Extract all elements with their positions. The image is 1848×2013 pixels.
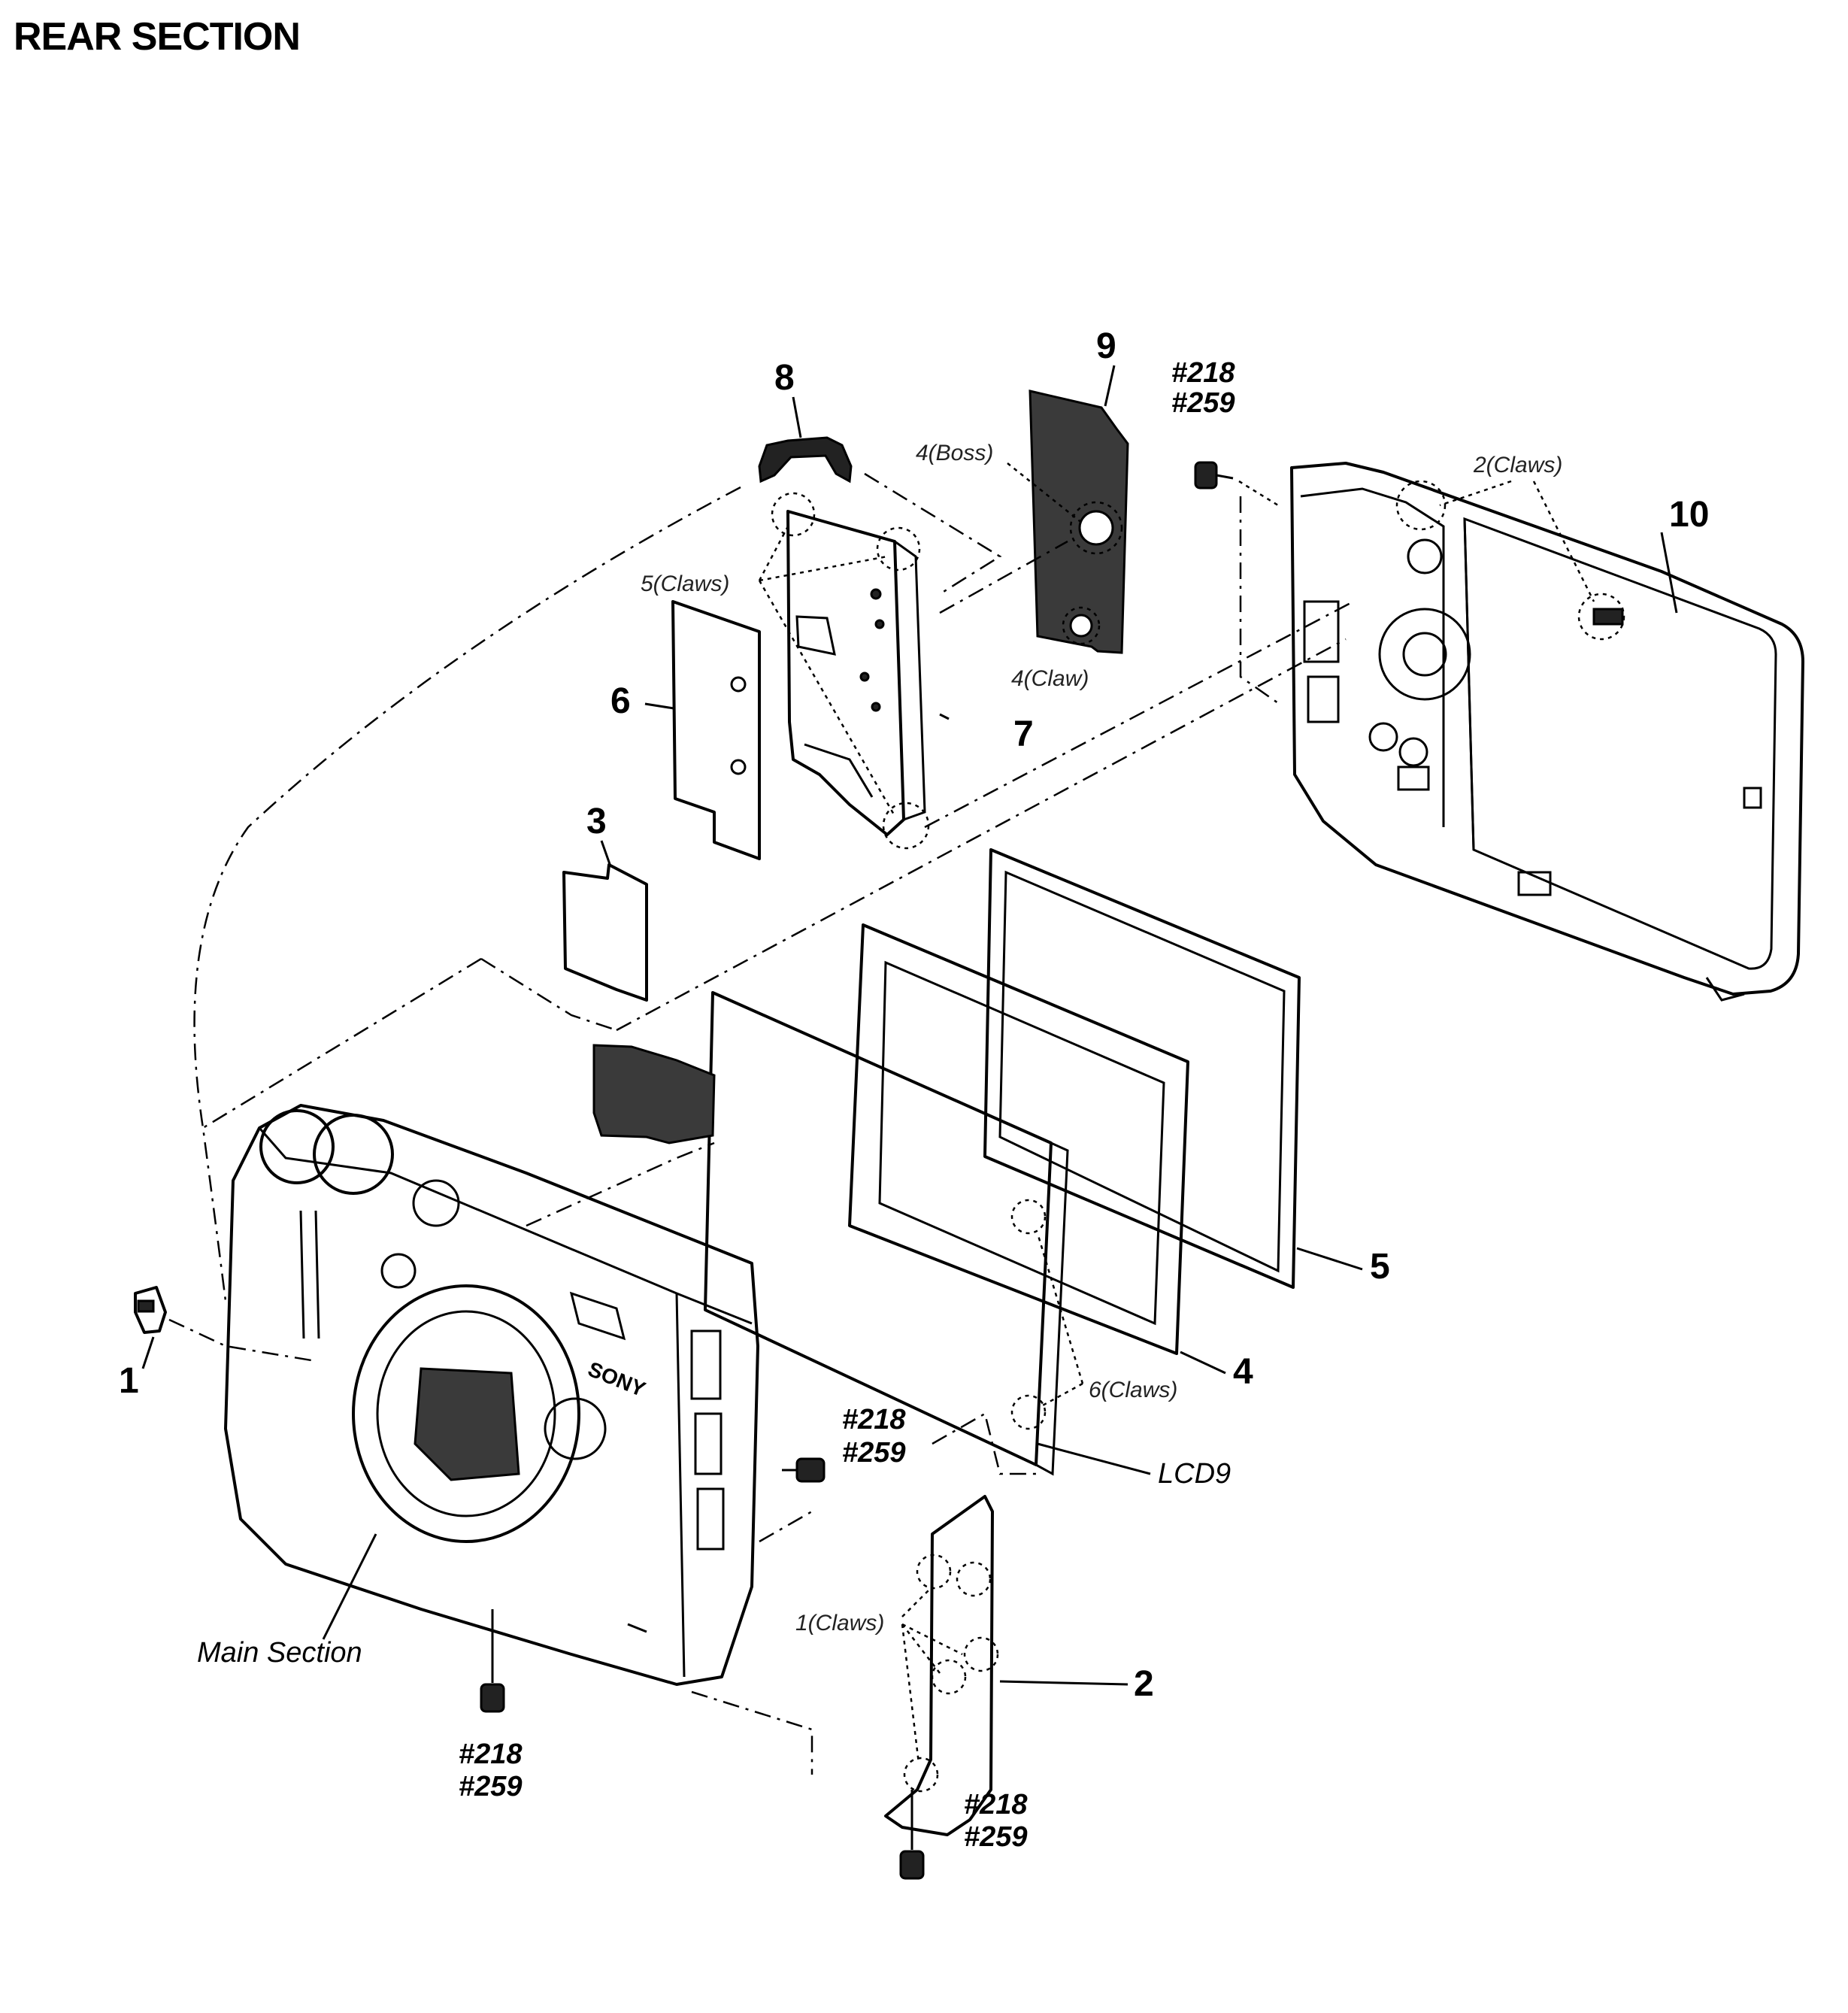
screw-ref-bl-218: #218 xyxy=(459,1739,523,1770)
part-10-rear-cabinet xyxy=(1290,462,1804,1002)
note-claw-4: 4(Claw) xyxy=(1011,666,1089,691)
leader-part-9 xyxy=(1104,365,1116,407)
part-7-board xyxy=(786,510,926,836)
part-8-bracket xyxy=(758,436,853,484)
screw-ref-br-218: #218 xyxy=(964,1789,1028,1820)
claw-5-marker-c xyxy=(882,802,930,850)
claw-4-marker xyxy=(1062,606,1101,645)
label-part-8: 8 xyxy=(774,358,795,398)
guide-side-screw-b xyxy=(759,1510,813,1543)
screw-ref-br-259: #259 xyxy=(964,1821,1028,1853)
leader-main-section xyxy=(322,1533,377,1640)
label-part-7: 7 xyxy=(1013,714,1034,754)
claw-5-marker-b xyxy=(876,526,921,571)
guide-side-screw xyxy=(932,1412,1038,1475)
label-part-4: 4 xyxy=(1233,1352,1253,1392)
screw-bottom-left-icon xyxy=(480,1609,505,1713)
part-1-clip xyxy=(134,1286,167,1334)
leader-part-7 xyxy=(939,713,950,720)
leader-part-10 xyxy=(1660,532,1678,614)
leader-part-8 xyxy=(792,396,802,438)
label-part-5: 5 xyxy=(1370,1247,1390,1287)
claws-6-leaders xyxy=(1036,1232,1084,1408)
boss-marker xyxy=(1069,501,1123,555)
part-9-plate xyxy=(1029,390,1129,654)
lcd-panel xyxy=(592,991,1069,1476)
claw-6-marker-a xyxy=(1010,1199,1047,1235)
note-claws-6: 6(Claws) xyxy=(1089,1378,1177,1402)
claw-marker-2b xyxy=(1577,593,1625,641)
claws-1-leaders xyxy=(901,1586,963,1764)
leader-part-4 xyxy=(1180,1351,1226,1375)
part-3-sheet xyxy=(562,863,648,1002)
claws-2-leaders xyxy=(1439,480,1595,602)
claw-5-marker-a xyxy=(771,492,816,537)
note-claws-1: 1(Claws) xyxy=(795,1611,884,1636)
screw-ref-bl-259: #259 xyxy=(459,1771,523,1802)
leader-part-1 xyxy=(141,1336,155,1369)
screw-ref-top-218: #218 xyxy=(1171,357,1235,389)
screw-rear-top-icon xyxy=(1194,461,1234,490)
part-4-frame xyxy=(848,923,1189,1355)
leader-part-2 xyxy=(999,1680,1128,1686)
part-5-window xyxy=(983,848,1301,1289)
label-part-2: 2 xyxy=(1134,1664,1154,1704)
part-2-cover xyxy=(884,1495,999,1836)
label-main-section: Main Section xyxy=(197,1637,362,1669)
label-part-9: 9 xyxy=(1096,326,1116,366)
main-section-camera xyxy=(224,1104,759,1686)
leader-part-3 xyxy=(600,840,612,867)
note-claws-2: 2(Claws) xyxy=(1473,453,1562,477)
guide-part-1 xyxy=(168,1318,317,1363)
part-6-sheet xyxy=(671,600,761,860)
leader-lcd9 xyxy=(1037,1442,1151,1475)
screw-ref-side-259: #259 xyxy=(842,1437,906,1469)
screw-ref-top-259: #259 xyxy=(1171,387,1235,419)
label-part-10: 10 xyxy=(1669,495,1709,535)
leader-part-6 xyxy=(644,702,674,710)
screw-ref-side-218: #218 xyxy=(842,1404,906,1435)
screw-side-icon xyxy=(782,1457,826,1483)
label-part-6: 6 xyxy=(610,681,631,721)
claw-6-marker-b xyxy=(1010,1394,1047,1430)
screw-bottom-right-icon xyxy=(899,1790,925,1880)
note-boss-4: 4(Boss) xyxy=(916,441,993,465)
label-lcd9: LCD9 xyxy=(1158,1458,1231,1490)
page-title: REAR SECTION xyxy=(14,15,300,59)
camera-brand-text: SONY xyxy=(585,1357,649,1402)
label-part-1: 1 xyxy=(119,1361,139,1401)
guide-screw-top xyxy=(1239,496,1279,705)
assembly-guides xyxy=(193,472,1354,1775)
label-part-3: 3 xyxy=(586,802,607,841)
leader-screw-top xyxy=(1238,480,1279,507)
leader-part-5 xyxy=(1296,1247,1363,1271)
claw-marker-2a xyxy=(1395,480,1447,531)
note-claws-5: 5(Claws) xyxy=(641,571,729,596)
claws-5-leaders xyxy=(758,526,896,817)
